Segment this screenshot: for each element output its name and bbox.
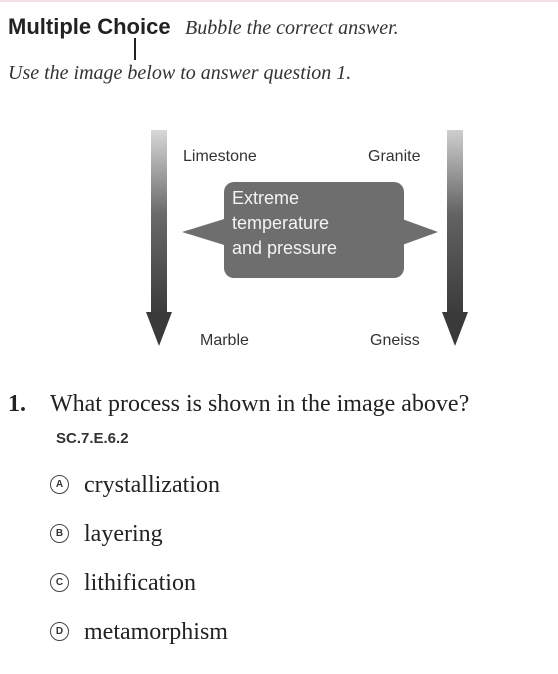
metamorphism-diagram: Extreme temperature and pressure Limesto… [138, 124, 478, 364]
left-down-arrow-shaft [151, 130, 167, 316]
choice-a-text: crystallization [84, 472, 220, 498]
bubble-c[interactable]: C [50, 573, 69, 592]
section-title: Multiple Choice [8, 14, 171, 39]
diagram-graphics [146, 130, 468, 346]
left-down-arrowhead [146, 312, 172, 346]
question-text-block: What process is shown in the image above… [50, 388, 530, 455]
double-headed-arrow [182, 216, 234, 248]
double-headed-arrow-right [394, 216, 438, 248]
label-marble: Marble [200, 332, 249, 349]
label-limestone: Limestone [183, 148, 257, 165]
process-label: Extreme temperature and pressure [232, 186, 402, 261]
section-header: Multiple Choice Bubble the correct answe… [8, 14, 399, 40]
right-down-arrow-shaft [447, 130, 463, 316]
process-line-1: Extreme [232, 188, 300, 208]
right-down-arrowhead [442, 312, 468, 346]
bubble-a[interactable]: A [50, 475, 69, 494]
bubble-b[interactable]: B [50, 524, 69, 543]
process-box [224, 182, 404, 278]
process-line-3: and pressure [232, 238, 338, 258]
top-border [0, 0, 558, 2]
text-cursor [134, 38, 136, 60]
standard-code: SC.7.E.6.2 [56, 430, 129, 447]
question-number: 1. [8, 391, 26, 417]
label-granite: Granite [368, 148, 421, 165]
label-gneiss: Gneiss [370, 332, 420, 349]
choice-b-text: layering [84, 521, 163, 547]
bubble-d[interactable]: D [50, 622, 69, 641]
choice-d-text: metamorphism [84, 619, 228, 645]
process-line-2: temperature [232, 213, 330, 233]
choice-c-text: lithification [84, 570, 196, 596]
section-instruction: Bubble the correct answer. [185, 17, 399, 39]
question-text: What process is shown in the image above… [50, 391, 470, 417]
sub-instruction: Use the image below to answer question 1… [8, 62, 352, 84]
